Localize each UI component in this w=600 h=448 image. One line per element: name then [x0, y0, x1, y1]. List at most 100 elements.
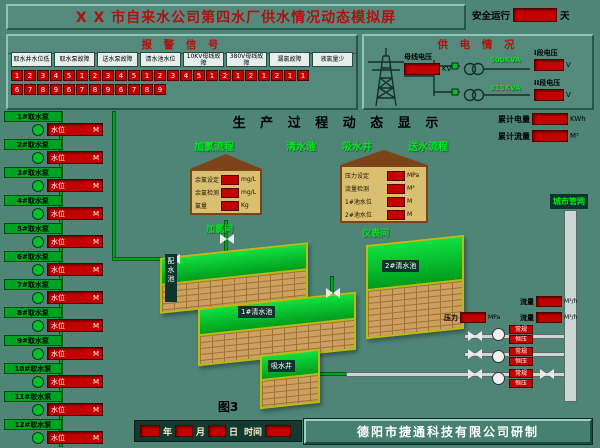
pump-icon — [32, 207, 44, 220]
alarm-indicator: 4 — [50, 70, 62, 81]
alarm-indicator: 7 — [76, 84, 88, 95]
meter-label: 余氯检测 — [195, 190, 220, 197]
water-level-unit: M — [92, 321, 99, 330]
house-meter-row: 流量检测 M³ — [345, 182, 423, 195]
water-level-unit: M — [92, 377, 99, 386]
meter-label: 2#池水位 — [345, 212, 372, 219]
intake-pump-unit: 12#取水泵 水位 M — [4, 419, 103, 446]
safe-running-unit: 天 — [560, 11, 570, 22]
water-level-caption: 水位 — [51, 237, 65, 246]
safe-running-label: 安全运行 — [472, 11, 511, 22]
house-meter-row: 1#池水位 M — [345, 195, 423, 208]
water-level-unit: M — [92, 153, 99, 162]
meter-value-display — [387, 196, 405, 207]
total-energy-group: 累计电量 KWh — [498, 113, 586, 125]
pump-name-label: 4#取水泵 — [4, 195, 62, 206]
alarm-indicator: 9 — [50, 84, 62, 95]
mode-normal-badge: 常规 — [509, 325, 533, 334]
pump-name-label: 7#取水泵 — [4, 279, 62, 290]
alarm-indicator: 5 — [193, 70, 205, 81]
alarm-group-label: 液氯量少 — [312, 52, 353, 67]
valve-icon — [468, 349, 482, 359]
intake-pump-unit: 5#取水泵 水位 M — [4, 223, 103, 250]
alarm-indicator: 4 — [180, 70, 192, 81]
pump-name-label: 2#取水泵 — [4, 139, 62, 150]
alarm-indicator: 3 — [102, 70, 114, 81]
water-level-caption: 水位 — [51, 293, 65, 302]
valve-icon — [540, 369, 554, 379]
clear-pool-2-label: 2#清水池 — [382, 260, 420, 272]
flow-label: 流量 — [520, 313, 534, 322]
meter-value-display — [387, 170, 405, 181]
delivery-pump-unit: 常规 恒压 — [492, 325, 533, 344]
mode-constant-pressure-badge: 恒压 — [509, 357, 533, 366]
month-display — [175, 425, 194, 437]
suction-well-flow-label: 吸水井 — [342, 142, 372, 153]
pressure-display — [460, 312, 486, 323]
pump-name-label: 10#取水泵 — [4, 363, 62, 374]
alarm-indicator: 1 — [206, 70, 218, 81]
water-level-unit: M — [92, 181, 99, 190]
datetime-bar: 年 月 日 时间 — [134, 420, 302, 442]
alarm-indicator: 8 — [89, 84, 101, 95]
delivery-flow-meter-1: 流量 M³/h — [520, 296, 577, 307]
alarm-indicator: 1 — [76, 70, 88, 81]
intake-pump-unit: 8#取水泵 水位 M — [4, 307, 103, 334]
meter-unit: Kg — [241, 202, 249, 209]
intake-pump-column: 1#取水泵 水位 M 2#取水泵 水位 M 3#取水泵 水位 M — [4, 111, 103, 447]
section2-voltage-display — [534, 89, 564, 101]
city-main-pipe — [564, 210, 577, 402]
intake-pump-unit: 10#取水泵 水位 M — [4, 363, 103, 390]
meter-value-display — [221, 200, 239, 211]
pump-name-label: 12#取水泵 — [4, 419, 62, 430]
water-level-display: 水位 M — [47, 151, 103, 164]
alarm-indicator: 1 — [258, 70, 270, 81]
delivery-pump-group: 常规 恒压 常规 恒压 常规 恒压 — [492, 325, 533, 394]
water-level-caption: 水位 — [51, 321, 65, 330]
flow-label: 流量 — [520, 297, 534, 306]
pump-name-label: 9#取水泵 — [4, 335, 62, 346]
meter-value-display — [387, 183, 405, 194]
safe-running-group: 安全运行 天 — [472, 8, 570, 22]
alarm-indicator: 4 — [115, 70, 127, 81]
valve-icon — [326, 288, 340, 298]
alarm-indicator-row-2: 6 7 8 9 6 7 8 9 6 7 8 9 — [11, 84, 166, 95]
intake-pump-unit: 4#取水泵 水位 M — [4, 195, 103, 222]
section1-voltage-display — [534, 59, 564, 71]
water-level-display: 水位 M — [47, 235, 103, 248]
water-level-display: 水位 M — [47, 347, 103, 360]
alarm-indicator: 5 — [128, 70, 140, 81]
pump-icon — [32, 151, 44, 164]
delivery-pump-icon — [492, 328, 505, 341]
suction-outlet-pipe — [318, 372, 348, 376]
pump-name-label: 11#取水泵 — [4, 391, 62, 402]
section2-voltage-unit: V — [566, 91, 571, 99]
intake-pump-unit: 11#取水泵 水位 M — [4, 391, 103, 418]
safe-running-days-display — [513, 8, 558, 22]
alarm-panel-title: 报 警 信 号 — [8, 36, 356, 54]
pump-icon — [32, 123, 44, 136]
water-level-display: 水位 M — [47, 179, 103, 192]
meter-unit: M — [407, 198, 413, 205]
meter-label: 1#池水位 — [345, 199, 372, 206]
delivery-flow-label: 送水流程 — [408, 142, 448, 153]
roof-icon — [340, 150, 428, 165]
water-level-caption: 水位 — [51, 265, 65, 274]
house-meter-row: 压力设定 MPa — [345, 169, 423, 182]
pump-name-label: 6#取水泵 — [4, 251, 62, 262]
tank-brick-wall — [368, 281, 462, 337]
intake-pump-unit: 7#取水泵 水位 M — [4, 279, 103, 306]
pressure-label: 压力 — [444, 313, 458, 322]
alarm-indicator: 2 — [154, 70, 166, 81]
water-level-unit: M — [92, 125, 99, 134]
intake-pump-unit: 1#取水泵 水位 M — [4, 111, 103, 138]
meter-unit: mg/L — [241, 176, 257, 183]
house-meter-row: 氯量 Kg — [195, 199, 257, 212]
alarm-group-label: 10KV母线故障 — [183, 52, 224, 67]
alarm-group-label: 380V母线故障 — [226, 52, 267, 67]
water-level-display: 水位 M — [47, 319, 103, 332]
mode-normal-badge: 常规 — [509, 347, 533, 356]
alarm-indicator: 1 — [11, 70, 23, 81]
clear-pool-1-label: 1#清水池 — [238, 306, 276, 318]
alarm-indicator: 3 — [37, 70, 49, 81]
